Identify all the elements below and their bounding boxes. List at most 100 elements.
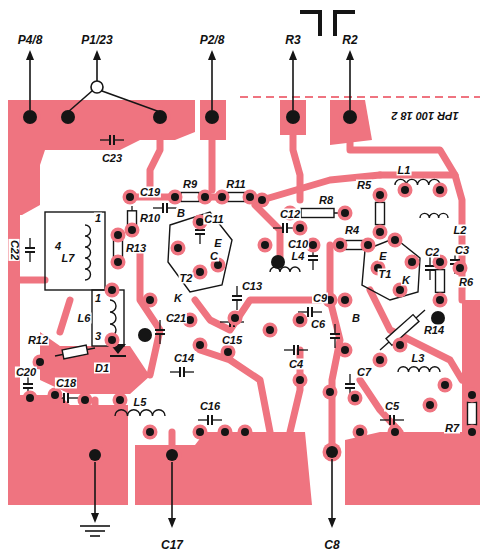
bracket-symbol xyxy=(335,12,355,36)
capacitor-plate xyxy=(308,259,318,261)
part-label: C11 xyxy=(203,214,224,225)
pad-ring xyxy=(113,393,128,408)
pad-hole xyxy=(61,110,75,124)
pad-ring xyxy=(433,183,448,198)
copper-trace xyxy=(370,290,462,380)
wire-line xyxy=(90,535,100,537)
capacitor-plate xyxy=(345,383,355,385)
capacitor-lead xyxy=(236,286,237,296)
capacitor-lead xyxy=(68,397,78,398)
pad-hole xyxy=(441,381,449,389)
pad-hole xyxy=(296,376,304,384)
coil-symbol xyxy=(115,410,165,416)
part-label: C14 xyxy=(173,353,195,364)
pad-ring xyxy=(198,190,213,205)
pad-hole xyxy=(391,428,399,436)
bracket-symbol xyxy=(300,12,320,36)
pad-hole xyxy=(214,261,222,269)
part-label: C12 xyxy=(279,209,301,220)
capacitor-plate xyxy=(155,329,165,331)
pad-ring xyxy=(228,311,243,326)
copper-trace xyxy=(195,300,320,330)
pad-ring xyxy=(373,353,388,368)
part-label: K xyxy=(401,275,411,286)
board xyxy=(8,97,480,505)
capacitor-lead xyxy=(349,374,350,384)
pad-hole xyxy=(23,110,37,124)
pad-ring xyxy=(293,373,308,388)
capacitor-plate xyxy=(282,223,284,233)
pad-hole xyxy=(326,388,334,396)
arrow-head xyxy=(168,518,176,528)
pad-hole xyxy=(218,193,226,201)
resistor-symbol xyxy=(181,193,199,202)
arrow-head xyxy=(328,518,336,528)
capacitor-plate xyxy=(155,333,165,335)
pad-ring xyxy=(215,190,230,205)
pad-ring xyxy=(123,190,138,205)
pad-hole xyxy=(196,268,204,276)
pad-hole xyxy=(224,348,232,356)
pad-ring xyxy=(58,107,79,128)
transistor-outline xyxy=(168,212,232,292)
capacitor-plate xyxy=(207,415,209,425)
wire-line xyxy=(80,525,110,527)
part-label: R9 xyxy=(182,179,198,190)
copper-trace xyxy=(350,117,455,175)
pad-ring xyxy=(143,425,158,440)
copper-trace xyxy=(140,250,160,375)
capacitor-lead xyxy=(298,349,308,350)
connector-label: R3 xyxy=(284,34,301,46)
pad-hole xyxy=(426,401,434,409)
pad-ring xyxy=(433,293,448,308)
pad-hole xyxy=(89,449,101,461)
part-label: C7 xyxy=(356,367,372,378)
capacitor-lead xyxy=(198,419,208,420)
pad-ring xyxy=(125,223,140,238)
part-label: C3 xyxy=(454,245,470,256)
capacitor-lead xyxy=(334,324,335,334)
pad-hole xyxy=(266,326,274,334)
capacitor-lead xyxy=(394,419,404,420)
pad-ring xyxy=(453,261,468,276)
capacitor-lead xyxy=(29,238,30,248)
resistor-lead xyxy=(380,310,425,350)
part-label: 1PR 100 18 2 xyxy=(390,110,459,121)
pad-hole xyxy=(364,241,372,249)
pad-ring xyxy=(238,425,253,440)
pad-ring xyxy=(388,233,403,248)
pad-ring xyxy=(193,265,208,280)
capacitor-symbol xyxy=(330,324,340,348)
pad-hole xyxy=(396,341,404,349)
part-label: 1 xyxy=(94,293,102,304)
copper-trace xyxy=(150,117,160,190)
capacitor-lead xyxy=(284,349,294,350)
resistor-symbol xyxy=(346,241,363,250)
pad-hole xyxy=(356,428,364,436)
copper-pour xyxy=(8,395,128,505)
junction-ring xyxy=(91,81,103,93)
capacitor-plate xyxy=(23,387,33,389)
part-label: E xyxy=(213,238,222,249)
pad-hole xyxy=(186,316,194,324)
pad-hole xyxy=(231,314,239,322)
pad-hole xyxy=(326,446,338,458)
wire-line xyxy=(292,58,294,110)
transistor-outline xyxy=(362,238,420,300)
part-label: C15 xyxy=(221,335,243,346)
pad-hole xyxy=(171,193,179,201)
pad-ring xyxy=(23,391,38,406)
pad-ring xyxy=(338,343,353,358)
pad-ring xyxy=(221,345,236,360)
pad-hole xyxy=(341,209,349,217)
capacitor-plate xyxy=(195,233,205,235)
part-label: L4 xyxy=(291,251,306,262)
part-label: 3 xyxy=(94,331,102,342)
part-label: R11 xyxy=(225,179,246,190)
coil-symbol xyxy=(420,213,448,218)
pad-ring xyxy=(105,283,120,298)
capacitor-lead xyxy=(236,300,237,310)
pad-ring xyxy=(293,221,308,236)
